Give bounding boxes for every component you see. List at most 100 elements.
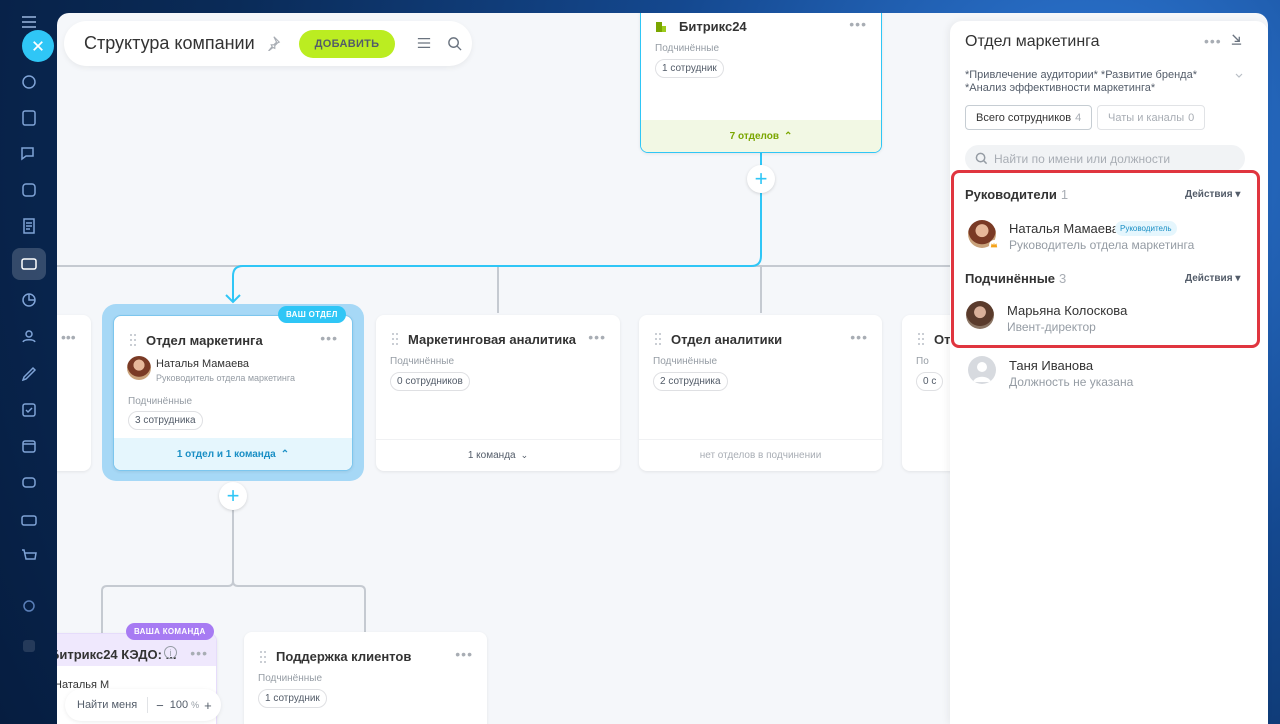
more-icon[interactable]: ••• bbox=[849, 16, 867, 32]
card-title: Битрикс24 КЭДО: ... bbox=[57, 647, 177, 662]
card-icon[interactable] bbox=[17, 508, 41, 532]
drag-handle-icon[interactable] bbox=[655, 332, 661, 345]
search-icon bbox=[975, 152, 988, 165]
analytics-department-card[interactable]: Отдел аналитики ••• Подчинённые 2 сотруд… bbox=[639, 315, 882, 471]
crm-icon[interactable] bbox=[17, 288, 41, 312]
chevron-up-icon: ⌃ bbox=[280, 448, 290, 460]
add-subdepartment-button[interactable]: + bbox=[747, 165, 775, 193]
chevron-down-icon: ⌄ bbox=[520, 450, 529, 460]
employee-name[interactable]: Таня Иванова bbox=[1009, 358, 1094, 373]
sub-label: По bbox=[916, 356, 929, 367]
employee-count-chip[interactable]: 1 сотрудник bbox=[655, 59, 724, 78]
employee-count-chip[interactable]: 3 сотрудника bbox=[128, 411, 203, 430]
employee-position: Должность не указана bbox=[1009, 375, 1134, 389]
department-detail-panel: Отдел маркетинга ••• *Привлечение аудито… bbox=[950, 21, 1268, 724]
info-icon[interactable]: i bbox=[164, 646, 177, 659]
left-menu bbox=[0, 0, 58, 724]
activity-icon[interactable] bbox=[17, 70, 41, 94]
heads-actions-button[interactable]: Действия ▾ bbox=[1185, 189, 1241, 200]
add-subdepartment-button[interactable]: + bbox=[219, 482, 247, 510]
employee-search-input[interactable]: Найти по имени или должности bbox=[965, 145, 1245, 172]
more-icon[interactable]: ••• bbox=[455, 646, 473, 662]
tab-count: 0 bbox=[1188, 111, 1195, 124]
panel-title: Отдел маркетинга bbox=[965, 33, 1100, 50]
department-description: *Привлечение аудитории* *Развитие бренда… bbox=[965, 69, 1197, 94]
employee-name[interactable]: Марьяна Колоскова bbox=[1007, 303, 1128, 318]
root-department-card[interactable]: Битрикс24 ••• Подчинённые 1 сотрудник 7 … bbox=[640, 13, 882, 153]
close-slider-button[interactable] bbox=[22, 30, 54, 62]
zoom-out-button[interactable]: − bbox=[156, 697, 164, 713]
employee-count-chip[interactable]: 0 с bbox=[916, 372, 944, 391]
chevron-down-icon[interactable] bbox=[1234, 68, 1244, 78]
zoom-in-button[interactable]: + bbox=[204, 697, 212, 713]
more-icon[interactable]: ••• bbox=[61, 329, 76, 345]
tasks-icon[interactable] bbox=[17, 106, 41, 130]
expand-departments-button[interactable]: 7 отделов⌃ bbox=[641, 120, 881, 152]
card-title: Поддержка клиентов bbox=[276, 649, 412, 664]
menu-icon[interactable] bbox=[417, 36, 433, 52]
your-team-badge: ВАША КОМАНДА bbox=[126, 623, 214, 640]
drive-icon[interactable] bbox=[17, 178, 41, 202]
head-position: Руководитель отдела маркетинга bbox=[156, 373, 295, 383]
more-icon[interactable]: ••• bbox=[850, 329, 868, 345]
more-icon[interactable]: ••• bbox=[1204, 33, 1222, 49]
card-title: Маркетинговая аналитика bbox=[408, 332, 577, 347]
head-name[interactable]: Наталья Мамаева bbox=[156, 358, 250, 370]
checklist-icon[interactable] bbox=[17, 398, 41, 422]
search-placeholder: Найти по имени или должности bbox=[994, 151, 1171, 166]
search-icon[interactable] bbox=[447, 36, 463, 52]
docs-icon[interactable] bbox=[17, 214, 41, 238]
chevron-up-icon: ⌃ bbox=[783, 130, 793, 142]
divider bbox=[147, 697, 149, 713]
drag-handle-icon[interactable] bbox=[392, 332, 398, 345]
avatar[interactable] bbox=[966, 301, 994, 329]
employee-count-chip[interactable]: 0 сотрудников bbox=[390, 372, 470, 391]
settings-icon[interactable] bbox=[17, 594, 41, 618]
support-department-card[interactable]: Поддержка клиентов ••• Подчинённые 1 сот… bbox=[244, 632, 487, 724]
sign-icon[interactable] bbox=[17, 362, 41, 386]
expand-teams-button[interactable]: 1 команда⌄ bbox=[376, 439, 620, 471]
chat-icon[interactable] bbox=[17, 142, 41, 166]
drag-handle-icon[interactable] bbox=[918, 332, 924, 345]
add-button[interactable]: ДОБАВИТЬ bbox=[298, 29, 396, 58]
contacts-icon[interactable] bbox=[17, 324, 41, 348]
head-name[interactable]: Наталья Мамаева bbox=[1009, 221, 1119, 236]
more-icon[interactable]: ••• bbox=[588, 329, 606, 345]
marketing-department-card[interactable]: Отдел маркетинга ••• Наталья Мамаева Рук… bbox=[113, 315, 353, 471]
footer-label: нет отделов в подчинении bbox=[699, 450, 822, 461]
footer-label: 1 отдел и 1 команда bbox=[176, 448, 276, 460]
extra-icon[interactable] bbox=[17, 634, 41, 658]
drag-handle-icon[interactable] bbox=[130, 333, 136, 346]
avatar[interactable] bbox=[127, 356, 151, 380]
pin-icon[interactable] bbox=[265, 35, 283, 53]
subordinates-actions-button[interactable]: Действия ▾ bbox=[1185, 273, 1241, 284]
bot-icon[interactable] bbox=[17, 470, 41, 494]
find-me-button[interactable]: Найти меня bbox=[77, 699, 138, 711]
more-icon[interactable]: ••• bbox=[320, 330, 338, 346]
marketing-analytics-card[interactable]: Маркетинговая аналитика ••• Подчинённые … bbox=[376, 315, 620, 471]
employee-count-chip[interactable]: 2 сотрудника bbox=[653, 372, 728, 391]
company-icon[interactable] bbox=[17, 252, 41, 276]
employee-count-chip[interactable]: 1 сотрудник bbox=[258, 689, 327, 708]
tab-label: Чаты и каналы bbox=[1108, 111, 1185, 124]
calendar-icon[interactable] bbox=[17, 434, 41, 458]
crown-icon bbox=[989, 240, 999, 250]
building-icon bbox=[655, 19, 667, 32]
avatar[interactable] bbox=[968, 356, 996, 384]
shop-icon[interactable] bbox=[17, 544, 41, 568]
zoom-level: 100 bbox=[169, 699, 189, 711]
expand-subdepartments-button[interactable]: 1 отдел и 1 команда ⌃ bbox=[114, 438, 352, 470]
head-name[interactable]: Наталья М bbox=[57, 679, 110, 691]
menu-burger-icon[interactable] bbox=[17, 10, 41, 34]
more-icon[interactable]: ••• bbox=[190, 645, 208, 661]
page-title: Структура компании bbox=[84, 33, 255, 53]
collapse-icon[interactable] bbox=[1230, 33, 1244, 47]
drag-handle-icon[interactable] bbox=[260, 650, 266, 663]
sub-label: Подчинённые bbox=[390, 356, 455, 367]
offscreen-card-edge bbox=[1268, 330, 1280, 390]
partial-left-card[interactable]: ••• bbox=[57, 315, 91, 471]
